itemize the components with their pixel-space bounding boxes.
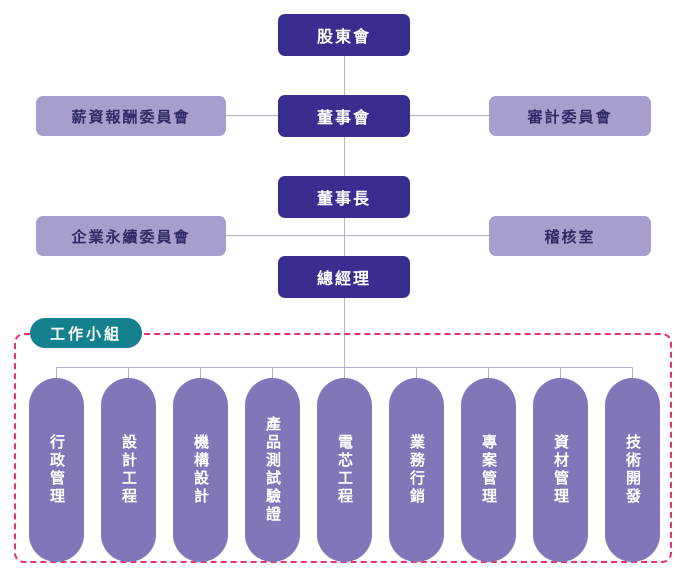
node-audit-office: 稽核室 [489,216,651,256]
node-chairman: 董事長 [278,176,410,218]
connector-stub-5 [344,367,345,379]
dept-materials-management: 資材管理 [533,378,588,562]
node-audit-committee: 審計委員會 [489,96,651,136]
dept-label: 專案管理 [480,434,498,506]
dept-label: 設計工程 [120,434,138,506]
node-general-manager: 總經理 [278,256,410,298]
dept-label: 資材管理 [552,434,570,506]
node-compensation-committee: 薪資報酬委員會 [36,96,226,136]
dept-sales-marketing: 業務行銷 [389,378,444,562]
dept-label: 機構設計 [192,434,210,506]
dept-mechanical-design: 機構設計 [173,378,228,562]
connector-stub-7 [488,367,489,379]
connector-stub-1 [56,367,57,379]
connector-chairman-row [226,235,489,236]
dept-cell-engineering: 電芯工程 [317,378,372,562]
dept-label: 產品測試驗證 [264,416,282,524]
connector-board-chairman [344,137,345,176]
dept-label: 業務行銷 [408,434,426,506]
dept-design-engineering: 設計工程 [101,378,156,562]
connector-stub-3 [200,367,201,379]
connector-shareholders-board [344,56,345,95]
connector-stub-4 [272,367,273,379]
dept-admin-management: 行政管理 [29,378,84,562]
dept-product-test-validation: 產品測試驗證 [245,378,300,562]
dept-label: 電芯工程 [336,434,354,506]
dept-technology-development: 技術開發 [605,378,660,562]
dept-label: 技術開發 [624,434,642,506]
dept-project-management: 專案管理 [461,378,516,562]
connector-stub-8 [560,367,561,379]
node-sustainability-committee: 企業永續委員會 [36,216,226,256]
node-board-of-directors: 董事會 [278,95,410,137]
connector-stub-2 [128,367,129,379]
dept-label: 行政管理 [48,434,66,506]
working-group-label: 工作小組 [30,318,142,348]
connector-chairman-gm [344,218,345,256]
working-group-region [14,333,672,563]
connector-stub-9 [632,367,633,379]
connector-stub-6 [416,367,417,379]
node-shareholders-meeting: 股東會 [278,14,410,56]
